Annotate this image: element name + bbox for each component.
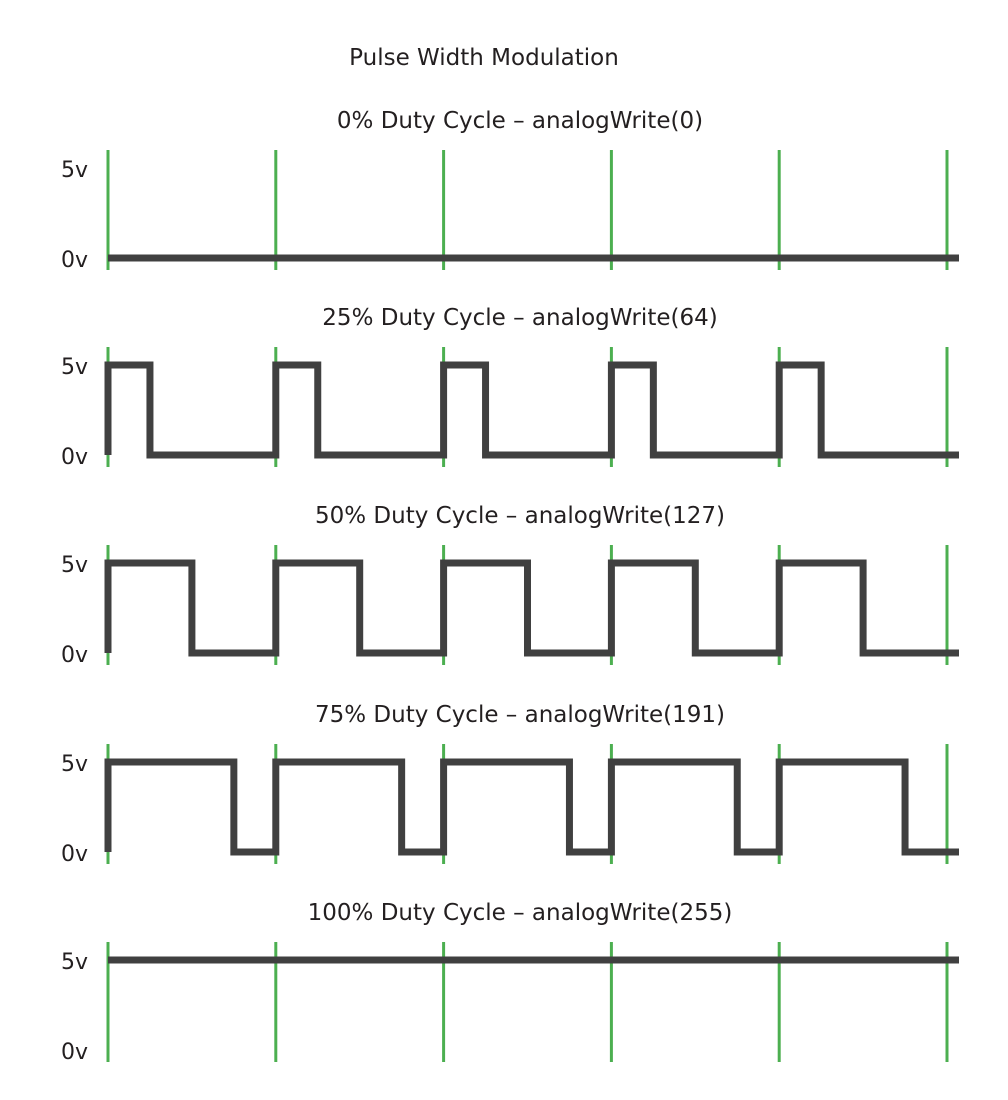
row-title-0: 0% Duty Cycle – analogWrite(0) — [337, 108, 703, 134]
waveform-row-75: 75% Duty Cycle – analogWrite(191) 5v 0v — [61, 702, 959, 867]
row-title-75: 75% Duty Cycle – analogWrite(191) — [315, 702, 725, 728]
row-title-25: 25% Duty Cycle – analogWrite(64) — [322, 305, 717, 331]
row-title-100: 100% Duty Cycle – analogWrite(255) — [308, 900, 733, 926]
waveform-row-0: 0% Duty Cycle – analogWrite(0) 5v 0v — [61, 108, 959, 273]
axis-label-high-50: 5v — [61, 553, 88, 578]
axis-label-high-25: 5v — [61, 355, 88, 380]
waveform-trace-25 — [104, 361, 959, 459]
axis-label-high-100: 5v — [61, 950, 88, 975]
axis-label-low-100: 0v — [61, 1040, 88, 1065]
waveform-trace-50 — [104, 559, 959, 657]
axis-label-low-50: 0v — [61, 643, 88, 668]
waveform-trace-75 — [104, 758, 959, 856]
figure-title: Pulse Width Modulation — [349, 45, 619, 71]
waveform-row-25: 25% Duty Cycle – analogWrite(64) 5v 0v — [61, 305, 959, 470]
axis-label-low-25: 0v — [61, 445, 88, 470]
axis-label-high-0: 5v — [61, 158, 88, 183]
waveform-row-100: 100% Duty Cycle – analogWrite(255) 5v 0v — [61, 900, 959, 1065]
waveform-row-50: 50% Duty Cycle – analogWrite(127) 5v 0v — [61, 503, 959, 668]
axis-label-low-75: 0v — [61, 842, 88, 867]
axis-label-high-75: 5v — [61, 752, 88, 777]
axis-label-low-0: 0v — [61, 248, 88, 273]
row-title-50: 50% Duty Cycle – analogWrite(127) — [315, 503, 725, 529]
